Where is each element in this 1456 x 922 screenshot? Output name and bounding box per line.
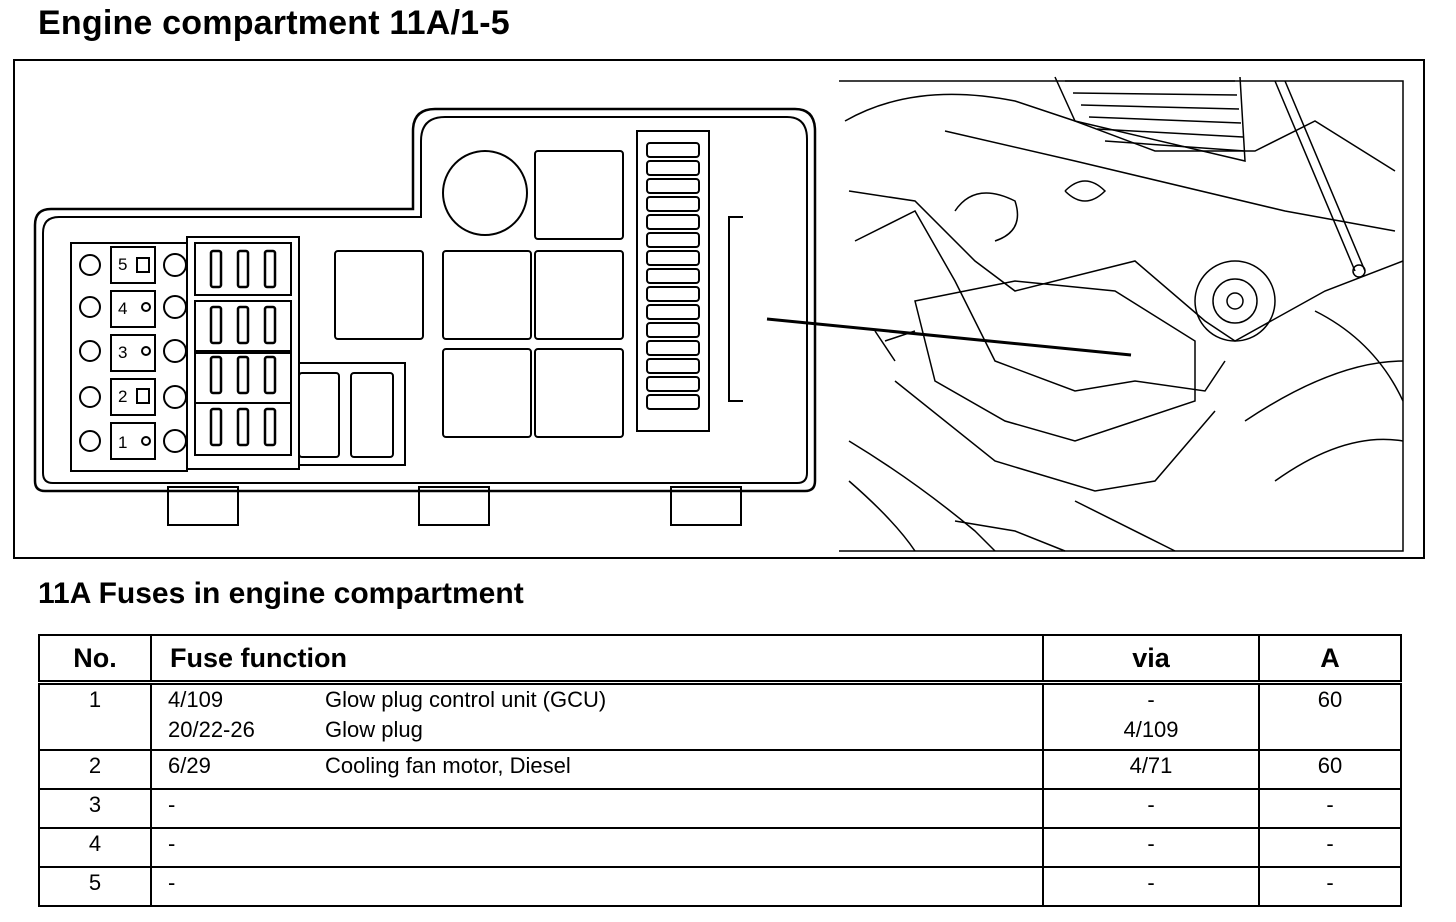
fuse-code: - [168, 870, 176, 895]
col-header-no: No. [38, 634, 152, 685]
fuse-code: 20/22-26 [168, 717, 255, 742]
fuse-amps: - [1326, 792, 1334, 817]
table-row: 1 4/109 Glow plug control unit (GCU) 20/2… [38, 682, 1402, 751]
table-row: 4 - - - [38, 828, 1402, 868]
table-row: 2 6/29 Cooling fan motor, Diesel 4/71 60 [38, 750, 1402, 790]
section-title: 11A Fuses in engine compartment [38, 577, 524, 610]
fuse-via: 4/109 [1123, 717, 1179, 742]
fuse-via: - [1147, 831, 1155, 856]
table-row: 3 - - - [38, 789, 1402, 829]
col-header-function: Fuse function [150, 634, 1044, 685]
fuse-label-2: 2 [118, 387, 128, 406]
fuse-description: Glow plug [325, 717, 423, 742]
fuse-number: 5 [88, 870, 102, 895]
fuse-box-diagram [33, 76, 1404, 552]
col-header-via: via [1042, 634, 1260, 685]
fuse-description: Cooling fan motor, Diesel [325, 753, 571, 778]
fuse-via: - [1147, 792, 1155, 817]
fuse-amps: - [1326, 831, 1334, 856]
fuse-via: - [1147, 687, 1155, 712]
page-title: Engine compartment 11A/1-5 [38, 4, 510, 42]
fuse-amps: - [1326, 870, 1334, 895]
fuse-code: 4/109 [168, 687, 224, 712]
fuse-number: 1 [88, 687, 102, 712]
fuse-label-1: 1 [118, 433, 128, 452]
fuse-code: - [168, 831, 176, 856]
fuse-label-5: 5 [118, 255, 128, 274]
diagram-frame: 5 4 3 2 1 [13, 59, 1425, 559]
table-header-row: No. Fuse function via A [38, 634, 1402, 685]
col-header-amps: A [1258, 634, 1402, 685]
fuse-amps: 60 [1317, 687, 1343, 712]
fuse-number: 3 [88, 792, 102, 817]
fuse-code: 6/29 [168, 753, 211, 778]
table-row: 5 - - - [38, 867, 1402, 907]
fuse-label-3: 3 [118, 343, 128, 362]
fuse-description: Glow plug control unit (GCU) [325, 687, 607, 712]
fuse-via: - [1147, 870, 1155, 895]
fuse-via: 4/71 [1129, 753, 1173, 778]
fuse-number: 4 [88, 831, 102, 856]
fuse-code: - [168, 792, 176, 817]
fuse-amps: 60 [1317, 753, 1343, 778]
fuse-number: 2 [88, 753, 102, 778]
fuse-label-4: 4 [118, 299, 128, 318]
